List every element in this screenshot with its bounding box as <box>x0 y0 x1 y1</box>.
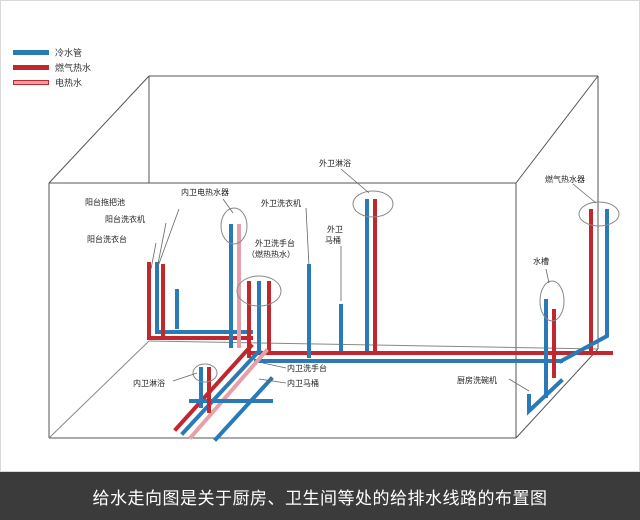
label-outer-basin-2: （燃热热水） <box>247 249 295 259</box>
label-balcony-basin: 阳台洗衣台 <box>87 234 127 244</box>
leader-line <box>545 268 550 284</box>
highlight-circles <box>192 190 620 383</box>
legend: 冷水管 燃气热水 电热水 <box>13 45 91 90</box>
leader-line <box>150 242 157 270</box>
plumbing-diagram: 阳台拖把池 阳台洗衣机 阳台洗衣台 内卫电热水器 外卫洗衣机 外卫淋浴 外卫洗手… <box>48 75 620 442</box>
legend-item-cold: 冷水管 <box>13 45 91 60</box>
pipe-cold <box>558 209 609 364</box>
caption-text: 给水走向图是关于厨房、卫生间等处的给排水线路的布置图 <box>92 488 548 509</box>
pipe-gas-hot <box>147 262 253 340</box>
leader-line <box>156 222 167 270</box>
highlight-ellipse <box>236 275 282 307</box>
leader-line <box>258 378 287 384</box>
label-kitchen-dishwasher: 厨房洗碗机 <box>457 375 497 385</box>
highlight-ellipse <box>578 201 620 227</box>
label-inner-heater: 内卫电热水器 <box>181 187 229 197</box>
label-outer-toilet-2: 马桶 <box>325 235 341 245</box>
highlight-ellipse <box>220 207 248 245</box>
pipe-gas-hot <box>173 343 254 432</box>
label-balcony-washer: 阳台洗衣机 <box>105 214 145 224</box>
legend-label-electric-hot: 电热水 <box>55 79 83 89</box>
legend-label-gas-hot: 燃气热水 <box>55 64 92 74</box>
room-box <box>48 75 599 439</box>
legend-item-electric-hot: 电热水 <box>13 75 91 90</box>
highlight-ellipse <box>539 280 565 322</box>
box-edge <box>515 348 599 439</box>
box-edge <box>48 340 150 439</box>
leader-line <box>172 372 198 382</box>
pipe-cold <box>180 348 262 436</box>
leader-line <box>340 168 370 194</box>
highlight-ellipse <box>192 363 218 383</box>
leader-lines <box>150 168 597 392</box>
box-edge <box>515 75 599 184</box>
label-outer-shower: 外卫淋浴 <box>319 158 351 168</box>
leader-line <box>262 362 287 369</box>
label-inner-toilet: 内卫马桶 <box>287 378 319 388</box>
leader-line <box>222 198 234 214</box>
caption-bar: 给水走向图是关于厨房、卫生间等处的给排水线路的布置图 <box>0 472 640 520</box>
label-balcony-mop: 阳台拖把池 <box>85 197 125 207</box>
label-outer-washer: 外卫洗衣机 <box>261 198 301 208</box>
label-gas-heater: 燃气热水器 <box>545 174 585 184</box>
label-outer-toilet-1: 外卫 <box>327 224 343 234</box>
legend-item-gas-hot: 燃气热水 <box>13 60 91 75</box>
legend-label-cold: 冷水管 <box>55 49 83 59</box>
box-edge <box>48 75 150 184</box>
pipe-cold <box>213 376 274 442</box>
label-inner-shower: 内卫淋浴 <box>133 378 165 388</box>
leader-line <box>572 183 597 204</box>
diagram-canvas: 冷水管 燃气热水 电热水 <box>0 0 640 472</box>
pipe-network <box>147 199 613 442</box>
label-outer-basin-1: 外卫洗手台 <box>255 238 295 248</box>
legend-swatch-gas-hot <box>13 65 49 70</box>
label-inner-basin: 内卫洗手台 <box>287 363 327 373</box>
leader-line <box>305 207 310 267</box>
pipe-cold <box>527 378 564 416</box>
leader-line <box>156 208 180 270</box>
highlight-ellipse <box>352 190 394 218</box>
legend-swatch-cold <box>13 50 49 55</box>
leader-line <box>508 378 530 392</box>
legend-swatch-electric-hot <box>13 80 49 85</box>
pipe-electric-hot <box>188 348 269 440</box>
pipe-cold <box>155 262 253 334</box>
labels: 阳台拖把池 阳台洗衣机 阳台洗衣台 内卫电热水器 外卫洗衣机 外卫淋浴 外卫洗手… <box>85 158 585 388</box>
label-faucet: 水槽 <box>533 256 549 266</box>
